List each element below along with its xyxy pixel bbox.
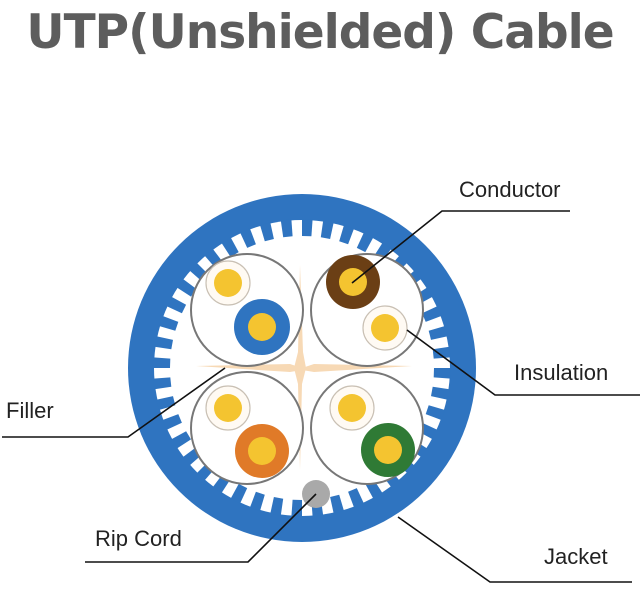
jacket-label: Jacket <box>544 544 608 569</box>
jacket-tooth <box>433 368 451 379</box>
jacket-tooth <box>240 228 256 248</box>
jacket-tooth <box>154 336 173 350</box>
jacket-tooth <box>320 220 334 239</box>
insulation-leader-line <box>406 329 640 396</box>
jacket-tooth <box>431 386 450 400</box>
jacket-tooth <box>166 296 187 314</box>
jacket-tooth <box>153 357 171 368</box>
conductor-core <box>371 314 399 342</box>
rip-cord-label: Rip Cord <box>95 526 182 551</box>
jacket-tooth <box>260 222 274 242</box>
filler-label: Filler <box>6 398 54 423</box>
jacket-tooth <box>291 499 302 517</box>
jacket-tooth <box>339 225 355 245</box>
jacket-tooth <box>428 326 448 340</box>
jacket-tooth <box>422 306 442 322</box>
conductor-core <box>248 437 276 465</box>
jacket-tooth <box>176 278 197 297</box>
jacket-tooth <box>302 219 313 237</box>
blue-pair <box>190 253 304 367</box>
conductor-core <box>338 394 366 422</box>
orange-pair <box>190 371 304 485</box>
jacket-tooth <box>153 377 172 390</box>
conductor-core <box>214 394 242 422</box>
insulation-label: Insulation <box>514 360 608 385</box>
jacket-tooth <box>162 414 182 430</box>
conductor-label: Conductor <box>459 177 561 202</box>
jacket-tooth <box>159 315 179 331</box>
jacket-tooth <box>171 431 191 449</box>
jacket-leader-line <box>397 516 632 583</box>
jacket-tooth <box>425 405 445 421</box>
jacket-tooth <box>330 494 344 514</box>
rip-cord-leader-line <box>85 493 317 563</box>
conductor-core <box>248 313 276 341</box>
jacket-tooth <box>249 491 265 511</box>
jacket-tooth <box>432 346 451 359</box>
jacket-tooth <box>356 232 374 253</box>
jacket-tooth <box>280 219 293 238</box>
page-title: UTP(Unshielded) Cable <box>26 5 614 60</box>
jacket-tooth <box>230 483 248 504</box>
green-pair <box>310 371 424 485</box>
conductor-leader-line <box>351 210 570 284</box>
filler-leader-line <box>2 367 226 438</box>
jacket-tooth <box>348 488 364 508</box>
conductor-core <box>374 436 402 464</box>
jacket-tooth <box>221 237 239 257</box>
jacket-tooth <box>270 497 284 516</box>
conductor-core <box>214 269 242 297</box>
